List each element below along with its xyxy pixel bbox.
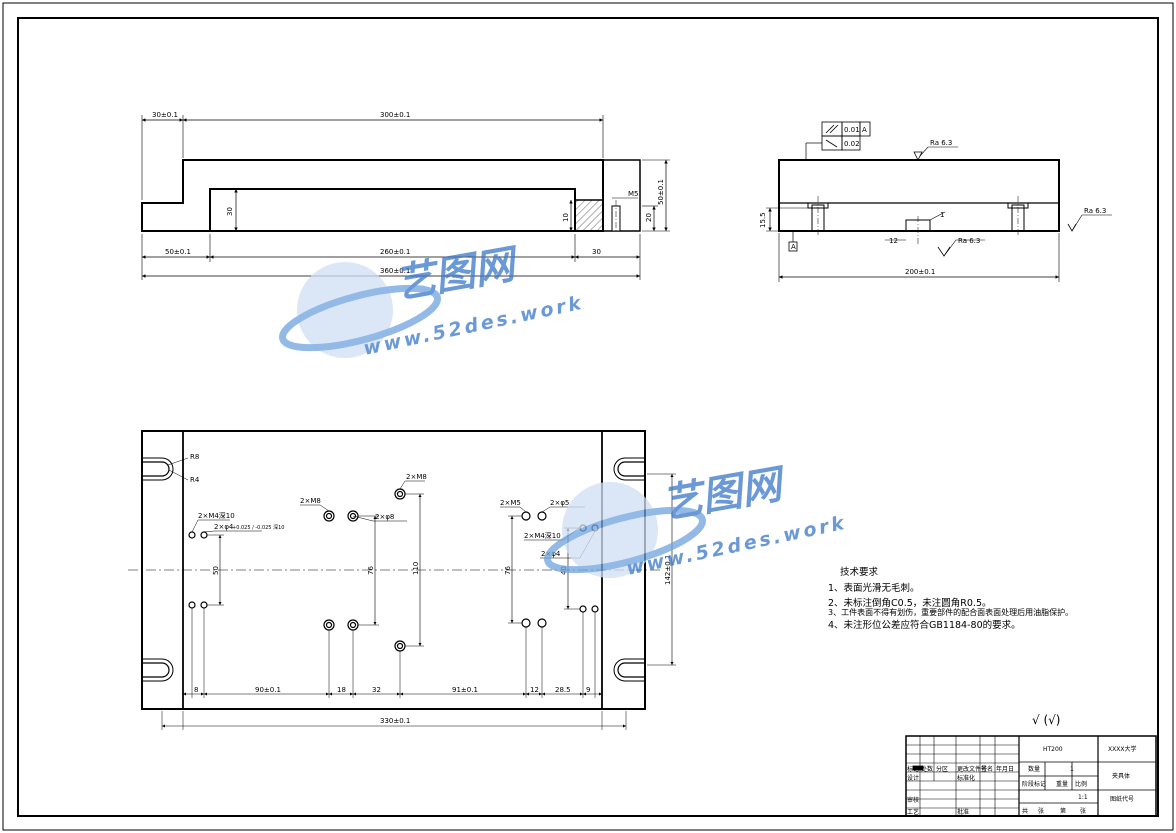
- tb-sheet-total: 共: [1022, 807, 1028, 815]
- tb-school: XXXX大学: [1108, 745, 1136, 753]
- tb-row-date: 年月日: [996, 765, 1014, 773]
- dim-1: 1: [940, 211, 944, 219]
- dim-50-left: 50±0.1: [165, 248, 191, 256]
- inner-frame: [17, 17, 1159, 817]
- tol-flatness-value: 0.01: [844, 126, 860, 134]
- hole-phi5: 2×φ5: [550, 499, 569, 507]
- tb-row-count: 处数: [921, 765, 933, 773]
- watermark-1-url: www.52des.work: [361, 292, 585, 360]
- tech-req-item-2: 2、未标注倒角C0.5，未注圆角R0.5。: [828, 597, 992, 609]
- tb-design: 设计: [907, 774, 919, 782]
- dim-90: 90±0.1: [255, 686, 281, 694]
- roughness-right: Ra 6.3: [1084, 207, 1106, 215]
- dim-260: 260±0.1: [380, 248, 410, 256]
- hole-phi4-left: 2×φ4: [214, 523, 234, 531]
- radius-r8: R8: [190, 453, 199, 461]
- tech-req-item-4: 4、未注形位公差应符合GB1184-80的要求。: [828, 619, 1021, 631]
- dim-18: 18: [337, 686, 346, 694]
- tb-review: 审核: [907, 796, 919, 804]
- dim-20: 20: [645, 213, 653, 222]
- dim-200: 200±0.1: [905, 268, 935, 276]
- dim-30: 30±0.1: [152, 111, 178, 119]
- technical-requirements: 技术要求 1、表面光滑无毛刺。 2、未标注倒角C0.5，未注圆角R0.5。 3、…: [828, 566, 1073, 631]
- dim-76-b: 76: [504, 566, 512, 575]
- dim-360: 360±0.1: [380, 267, 410, 275]
- side-view-labels: 0.01 A 0.02 Ra 6.3 Ra 6.3 Ra 6.3 15.5 A …: [759, 126, 1106, 276]
- tech-req-item-1: 1、表面光滑无毛刺。: [828, 582, 920, 594]
- tb-quantity-label: 数量: [1028, 765, 1040, 773]
- roughness-top: Ra 6.3: [930, 139, 952, 147]
- plan-view: [128, 430, 676, 730]
- tech-req-title: 技术要求: [840, 566, 879, 578]
- dim-15-5: 15.5: [759, 212, 767, 228]
- dim-91: 91±0.1: [452, 686, 478, 694]
- tb-approve: 批准: [957, 808, 969, 816]
- tb-standard: 标准化: [957, 774, 975, 782]
- tech-req-item-3: 3、工件表面不得有划伤，重要部件的配合面表面处理后用油脂保护。: [828, 607, 1073, 617]
- hole-phi4-tol: +0.025 / -0.025 深10: [232, 524, 284, 531]
- dim-142: 142±0.1: [664, 555, 672, 585]
- hole-m5: 2×M5: [500, 499, 521, 507]
- dim-330: 330±0.1: [380, 717, 410, 725]
- title-block-labels: HT200 XXXX大学 夹具体 数量 1 阶段标记 重量 比例 1:1 图纸代…: [907, 745, 1136, 816]
- dim-10: 10: [562, 213, 570, 222]
- dim-28-5: 28.5: [555, 686, 571, 694]
- hole-m4-right: 2×M4深10: [524, 531, 561, 540]
- title-block: [905, 735, 1157, 817]
- front-view-labels: 30±0.1 300±0.1 50±0.1 260±0.1 30 360±0.1…: [152, 111, 665, 275]
- dim-30-right: 30: [592, 248, 601, 256]
- watermark-2-brand: 艺图网: [659, 461, 791, 528]
- dim-300: 300±0.1: [380, 111, 410, 119]
- tb-row-zone: 分区: [936, 765, 948, 773]
- tb-sheet-no: 第: [1060, 807, 1066, 815]
- hole-m8-a: 2×M8: [300, 497, 321, 505]
- tb-scale-label: 比例: [1075, 780, 1087, 788]
- watermark-2: 艺图网 www.52des.work: [544, 461, 849, 580]
- tol-datum-ref: A: [862, 126, 867, 134]
- dim-9: 9: [586, 686, 590, 694]
- dim-12: 12: [530, 686, 539, 694]
- radius-r4: R4: [190, 476, 200, 484]
- dim-50: 50: [212, 566, 220, 575]
- tb-process: 工艺: [907, 808, 919, 816]
- tb-quantity: 1: [1070, 766, 1074, 773]
- tb-stage-label: 阶段标记: [1022, 780, 1046, 788]
- plan-view-labels: R8 R4 2×M4深10 2×φ4 +0.025 / -0.025 深10 2…: [190, 453, 672, 725]
- tb-drawing-no-label: 图纸代号: [1110, 795, 1134, 803]
- dim-76-a: 76: [367, 566, 375, 575]
- tb-material: HT200: [1043, 746, 1063, 753]
- tol-perp-value: 0.02: [844, 140, 860, 148]
- roughness-bottom: Ra 6.3: [958, 237, 980, 245]
- tb-weight-label: 重量: [1056, 780, 1068, 788]
- thread-m5: M5: [628, 190, 639, 198]
- dim-30-vertical: 30: [226, 207, 234, 216]
- tb-row-sign: 签名: [981, 765, 993, 773]
- tb-scale: 1:1: [1078, 794, 1088, 801]
- side-view: [766, 121, 1112, 282]
- tb-sheet-unit-2: 张: [1080, 807, 1086, 815]
- tb-row-mark: 标记: [907, 765, 919, 773]
- tb-sheet-unit-1: 张: [1038, 807, 1044, 815]
- dim-50-vertical: 50±0.1: [657, 179, 665, 205]
- dim-8: 8: [194, 686, 198, 694]
- hole-phi8: 2×φ8: [375, 513, 394, 521]
- watermark-2-url: www.52des.work: [624, 512, 848, 580]
- dim-32: 32: [372, 686, 381, 694]
- roughness-general-note: √ (√): [1032, 713, 1060, 727]
- watermark-1-brand: 艺图网: [392, 241, 524, 308]
- tb-part-name: 夹具体: [1112, 772, 1130, 780]
- tb-row-doc: 更改文件号: [957, 765, 987, 773]
- hole-m4-left: 2×M4深10: [198, 511, 235, 520]
- front-view: [141, 115, 670, 280]
- dim-12: 12: [889, 237, 898, 245]
- dim-110: 110: [412, 562, 420, 575]
- watermark-1: 艺图网 www.52des.work: [279, 241, 586, 360]
- hole-m8-b: 2×M8: [406, 473, 427, 481]
- datum-a-label: A: [791, 243, 796, 251]
